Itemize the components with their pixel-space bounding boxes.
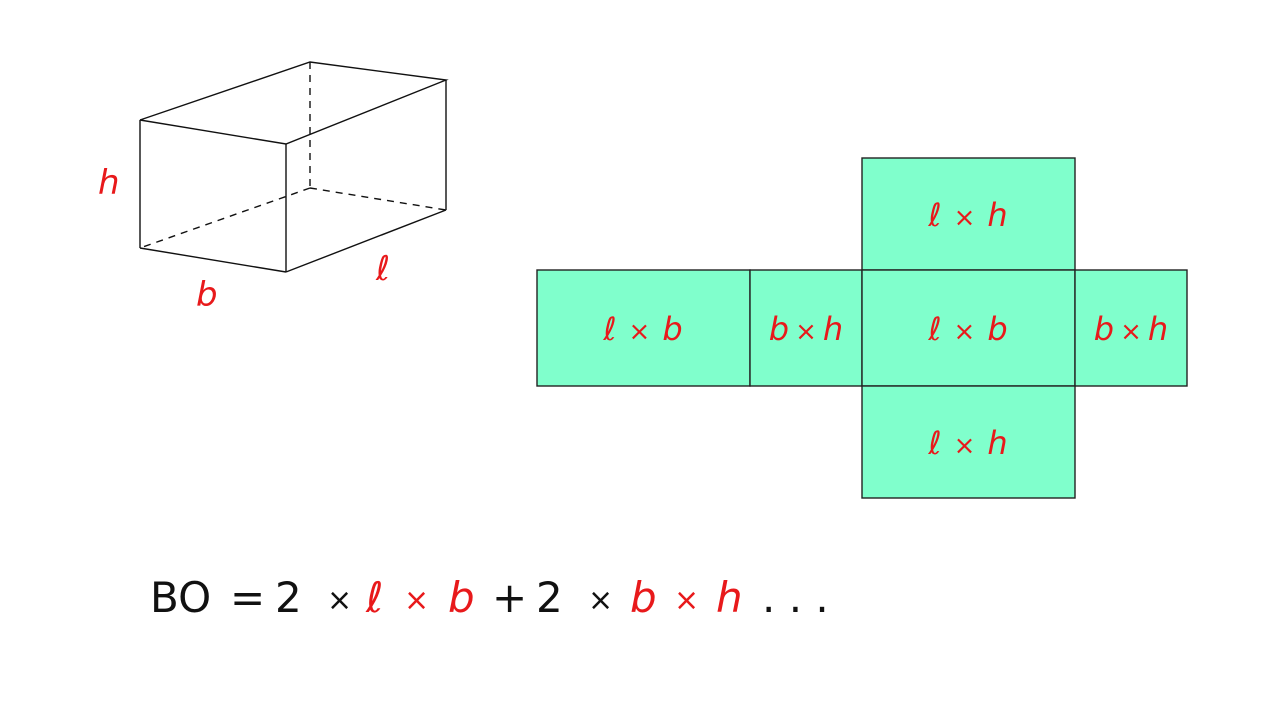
net-face-top <box>861 157 1076 271</box>
label-breadth: b <box>196 275 218 315</box>
formula-plus: + <box>492 573 527 622</box>
formula-times-3: × <box>588 583 613 618</box>
face-label-left: ℓ×b <box>602 310 682 348</box>
formula-coef-1: 2 <box>275 573 302 622</box>
formula-var-h: h <box>716 573 743 622</box>
formula-coef-2: 2 <box>536 573 563 622</box>
top-face-edges <box>139 61 449 145</box>
face-label-center: ℓ×b <box>927 310 1007 348</box>
hidden-edge-bottom-back <box>309 187 447 211</box>
face-label-top: ℓ×h <box>927 196 1007 234</box>
cuboid <box>139 61 449 273</box>
front-bottom-edge <box>139 247 287 273</box>
label-height: h <box>98 163 120 203</box>
label-length: ℓ <box>375 249 390 289</box>
net-face-side-left <box>749 269 863 387</box>
net-face-bottom <box>861 385 1076 499</box>
formula-times-1: × <box>327 583 352 618</box>
formula-equals: = <box>230 573 265 622</box>
formula-var-l: ℓ <box>365 573 383 622</box>
net-face-center <box>861 269 1076 387</box>
box-net: ℓ×h ℓ×b b×h ℓ×b b×h ℓ×h <box>536 157 1188 499</box>
face-label-side-right: b×h <box>1094 310 1168 348</box>
formula-var-b-2: b <box>630 573 657 622</box>
formula-lhs: BO <box>150 573 211 622</box>
formula-var-b-1: b <box>448 573 475 622</box>
right-bottom-edge <box>285 209 447 273</box>
net-face-side-right <box>1074 269 1188 387</box>
face-label-bottom: ℓ×h <box>927 424 1007 462</box>
hidden-edge-bottom-left <box>139 187 311 249</box>
surface-formula: BO = 2 × ℓ × b + 2 × b × h . . . <box>150 573 829 622</box>
formula-ellipsis: . . . <box>762 573 829 622</box>
formula-times-4: × <box>674 583 699 618</box>
formula-times-2: × <box>404 583 429 618</box>
face-label-side-left: b×h <box>769 310 843 348</box>
